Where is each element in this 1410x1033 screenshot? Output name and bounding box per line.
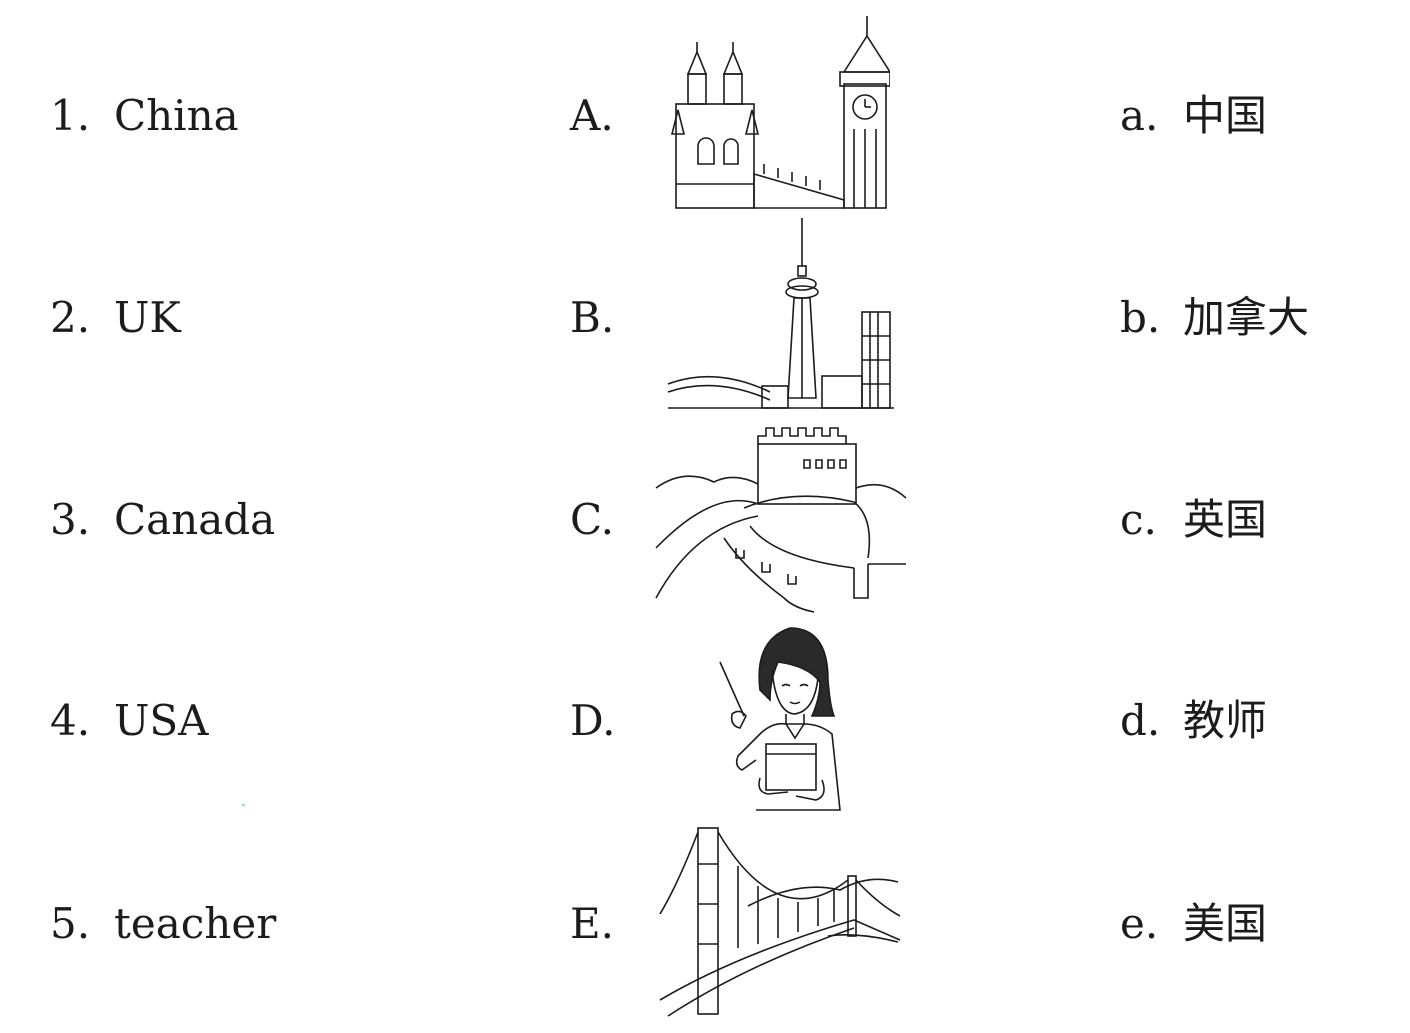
word-number: 1. [50,91,91,140]
picture-label: E. [570,899,615,948]
chinese-word: 加拿大 [1183,293,1310,342]
word-number: 2. [50,293,91,342]
picture-label: C. [570,495,614,544]
teacher-icon [716,620,850,816]
word-number: 4. [50,696,91,745]
chinese-letter: a. [1120,91,1159,140]
english-word: China [114,91,239,140]
scan-speck [242,804,245,806]
cn-tower-icon [666,216,896,412]
match-row-2: 2. UK B. [0,0,1410,409]
great-wall-icon [654,418,908,614]
match-row-1: 1. China A. [0,0,1410,209]
chinese-letter: c. [1120,495,1157,544]
chinese-word: 教师 [1183,696,1268,745]
big-ben-icon [668,14,890,210]
chinese-letter: b. [1120,293,1161,342]
word-number: 3. [50,495,91,544]
golden-gate-bridge-icon [658,824,902,1020]
english-word: USA [114,696,209,745]
match-row-3: 3. Canada C. [0,0,1410,613]
chinese-word: 中国 [1183,91,1268,140]
picture-label: D. [570,696,616,745]
chinese-word: 美国 [1183,899,1268,948]
chinese-letter: d. [1120,696,1161,745]
chinese-word: 英国 [1183,495,1268,544]
english-word: UK [114,293,181,342]
english-word: teacher [114,899,277,948]
picture-label: A. [570,91,614,140]
match-row-4: 4. USA D. [0,0,1410,811]
picture-label: B. [570,293,615,342]
chinese-letter: e. [1120,899,1159,948]
english-word: Canada [114,495,276,544]
word-number: 5. [50,899,91,948]
